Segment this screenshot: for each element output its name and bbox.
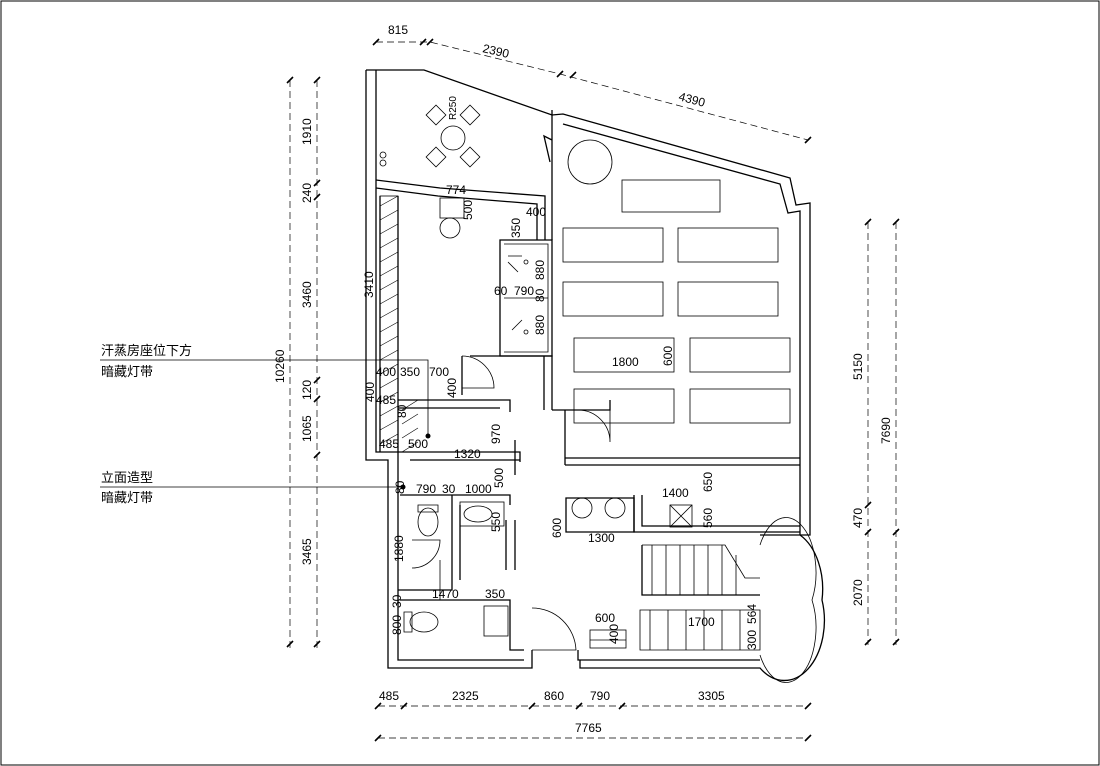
dim-560: 560 — [701, 508, 715, 528]
dim-500-chair: 500 — [461, 200, 475, 220]
dim-880-b: 880 — [533, 315, 547, 335]
dim-1300: 1300 — [588, 531, 615, 545]
dim-350-c: 350 — [485, 587, 505, 601]
dim-500-c: 500 — [492, 468, 506, 488]
hatched-bench — [379, 195, 419, 453]
dim-790-sauna: 790 — [514, 284, 534, 298]
dim-300: 300 — [745, 630, 759, 650]
dim-550: 550 — [489, 512, 503, 532]
dim-485-a: 485 — [376, 393, 396, 407]
dim-right-7690: 7690 — [879, 417, 893, 444]
staircase — [639, 544, 761, 651]
dim-80-b: 80 — [395, 404, 409, 418]
dim-500-b: 500 — [408, 437, 428, 451]
dim-1470: 1470 — [432, 587, 459, 601]
dim-bottom-7765: 7765 — [575, 721, 602, 735]
dim-485-b: 485 — [379, 437, 399, 451]
dim-400-c: 400 — [445, 378, 459, 398]
inner-dimension-texts: R250 774 500 3410 400 350 880 60 790 80 … — [362, 96, 759, 650]
dim-3410: 3410 — [362, 271, 376, 298]
dim-1000: 1000 — [465, 482, 492, 496]
dim-400-b: 400 — [376, 365, 396, 379]
dim-right-2070: 2070 — [851, 579, 865, 606]
dim-left-3460: 3460 — [300, 281, 314, 308]
dim-350-sauna: 350 — [509, 218, 523, 238]
sauna-lighting-label-line1: 汗蒸房座位下方 — [101, 343, 192, 359]
dim-left-1065: 1065 — [300, 415, 314, 442]
dim-400-e: 400 — [607, 624, 621, 644]
dim-left-1910: 1910 — [300, 118, 314, 145]
dim-1320: 1320 — [454, 447, 481, 461]
dim-80-sauna: 80 — [533, 288, 547, 302]
dim-650: 650 — [701, 472, 715, 492]
dim-1800: 1800 — [612, 355, 639, 369]
facade-lighting-label-line1: 立面造型 — [101, 471, 153, 486]
dim-1400: 1400 — [662, 486, 689, 500]
dim-right-470: 470 — [851, 508, 865, 528]
dim-564: 564 — [745, 604, 759, 624]
dim-600-c: 600 — [595, 611, 615, 625]
dim-970: 970 — [489, 424, 503, 444]
dim-790-b: 790 — [416, 482, 436, 496]
dim-1700: 1700 — [688, 615, 715, 629]
dim-left-120: 120 — [300, 380, 314, 400]
outer-walls — [365, 69, 826, 683]
dim-bottom-3305: 3305 — [698, 689, 725, 703]
dim-30-a: 30 — [442, 482, 456, 496]
dim-top-2390: 2390 — [481, 41, 510, 61]
annotation-leaders — [100, 359, 431, 490]
furniture — [379, 104, 791, 649]
dim-880-a: 880 — [533, 260, 547, 280]
dim-800: 800 — [390, 615, 404, 635]
dim-60: 60 — [494, 284, 508, 298]
dim-30-b: 30 — [390, 594, 404, 608]
sauna-lighting-label-line2: 暗藏灯带 — [101, 365, 153, 380]
dim-left-3465: 3465 — [300, 538, 314, 565]
dim-left-10260: 10260 — [273, 349, 287, 383]
dim-bottom-2325: 2325 — [452, 689, 479, 703]
dim-top-4390: 4390 — [677, 89, 707, 110]
dimension-lines — [286, 38, 900, 742]
dim-bottom-790: 790 — [590, 689, 610, 703]
facade-lighting-label-line2: 暗藏灯带 — [101, 491, 153, 506]
dim-top-815: 815 — [388, 23, 408, 37]
dim-400-sauna: 400 — [526, 205, 546, 219]
dim-80-c: 80 — [393, 480, 407, 494]
dim-right-5150: 5150 — [851, 353, 865, 380]
dim-774: 774 — [446, 183, 466, 197]
dim-left-240: 240 — [300, 183, 314, 203]
dim-bottom-860: 860 — [544, 689, 564, 703]
dim-600-bar: 600 — [550, 518, 564, 538]
dim-700: 700 — [429, 365, 449, 379]
dim-bottom-485: 485 — [379, 689, 399, 703]
dim-400-d: 400 — [363, 382, 377, 402]
dim-350-b: 350 — [400, 365, 420, 379]
dim-600-table: 600 — [661, 346, 675, 366]
dim-r250: R250 — [448, 96, 459, 120]
dim-1880: 1880 — [392, 535, 406, 562]
